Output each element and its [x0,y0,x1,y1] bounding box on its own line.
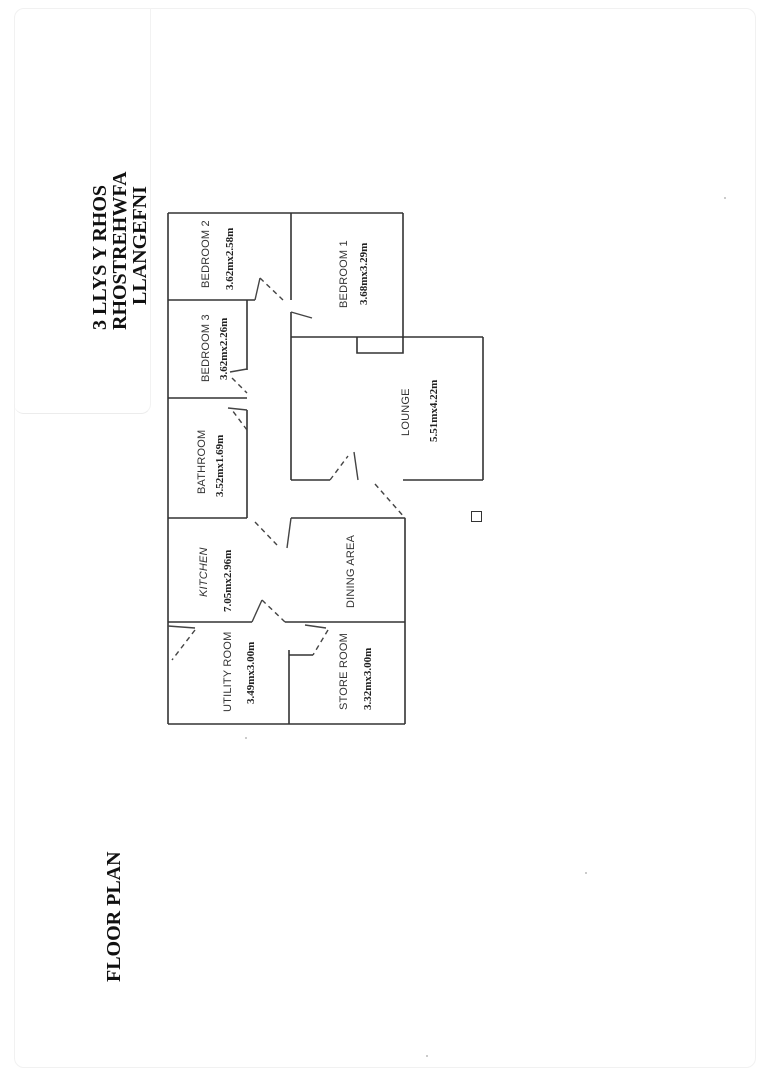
room-name-bathroom: BATHROOM [196,429,208,494]
page-border [14,8,756,1068]
scan-artifact-box [14,8,151,414]
room-dim-bedroom-1: 3.68mx3.29m [358,242,370,305]
room-name-lounge: LOUNGE [400,388,412,436]
room-name-utility-room: UTILITY ROOM [222,631,234,712]
room-name-kitchen: KITCHEN [198,547,210,597]
doors [167,277,406,661]
room-name-bedroom-1: BEDROOM 1 [338,240,350,308]
scan-speck [245,737,247,739]
room-name-bedroom-3: BEDROOM 3 [200,314,212,382]
room-name-dining-area: DINING AREA [345,534,357,608]
room-dim-bathroom: 3.52mx1.69m [214,434,226,497]
room-name-bedroom-2: BEDROOM 2 [200,220,212,288]
meter-box-icon [471,511,482,522]
room-dim-store-room: 3.32mx3.00m [362,647,374,710]
walls [167,212,484,725]
scan-speck [585,872,587,874]
room-dim-bedroom-3: 3.62mx2.26m [218,317,230,380]
room-name-store-room: STORE ROOM [338,633,350,710]
scan-speck [724,197,726,199]
room-dim-utility-room: 3.49mx3.00m [245,641,257,704]
room-dim-lounge: 5.51mx4.22m [428,379,440,442]
scan-speck [426,1055,428,1057]
room-dim-kitchen: 7.05mx2.96m [222,549,234,612]
room-dim-bedroom-2: 3.62mx2.58m [224,227,236,290]
